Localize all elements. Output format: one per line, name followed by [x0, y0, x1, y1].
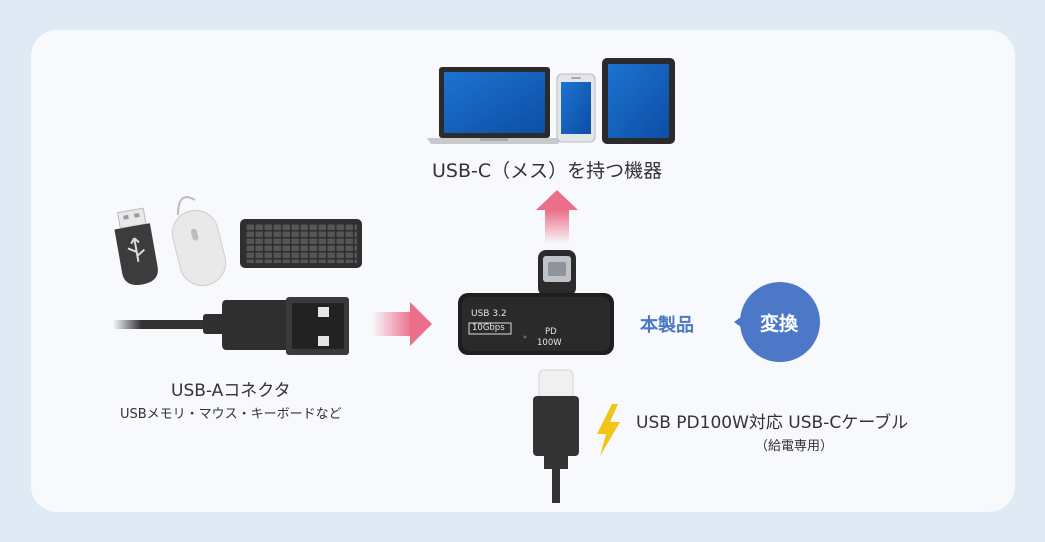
keyboard-icon — [240, 219, 362, 268]
smartphone-icon — [556, 73, 596, 143]
adapter-print-speed: 10Gbps — [472, 323, 505, 333]
arrow-up-icon — [536, 190, 578, 244]
usb-flash-drive-icon — [114, 207, 158, 285]
cable-subtitle: （給電専用） — [755, 439, 834, 454]
tablet-icon — [602, 58, 675, 144]
conversion-badge — [734, 282, 820, 362]
usb-a-plug-icon — [113, 297, 349, 355]
badge-label: 変換 — [760, 313, 799, 335]
devices-caption: USB-C（メス）を持つ機器 — [432, 160, 663, 182]
mouse-icon — [171, 196, 227, 287]
lightning-bolt-icon — [597, 404, 620, 456]
adapter-print-usb: USB 3.2 — [471, 309, 507, 319]
adapter-print-pd: PD — [545, 327, 557, 337]
product-label: 本製品 — [640, 315, 694, 336]
arrow-right-icon — [372, 302, 432, 346]
adapter-print-watt: 100W — [537, 338, 562, 348]
usb-c-plug-icon — [533, 369, 579, 503]
usba-subtitle: USBメモリ・マウス・キーボードなど — [120, 407, 342, 422]
usba-title: USB-Aコネクタ — [171, 381, 291, 401]
cable-title: USB PD100W対応 USB-Cケーブル — [636, 413, 909, 433]
product-adapter — [458, 250, 614, 355]
laptop-icon — [427, 67, 562, 144]
